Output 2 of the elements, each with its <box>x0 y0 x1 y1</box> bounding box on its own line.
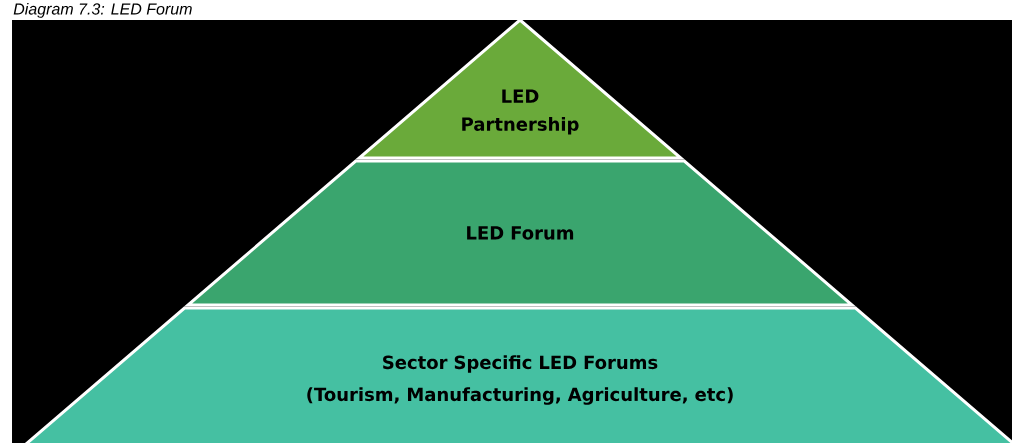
pyramid-tier: Sector Specific LED Forums (Tourism, Manufacturing, Agriculture, etc) <box>0 306 1017 443</box>
diagram-title: Diagram 7.3: LED Forum <box>13 2 192 18</box>
